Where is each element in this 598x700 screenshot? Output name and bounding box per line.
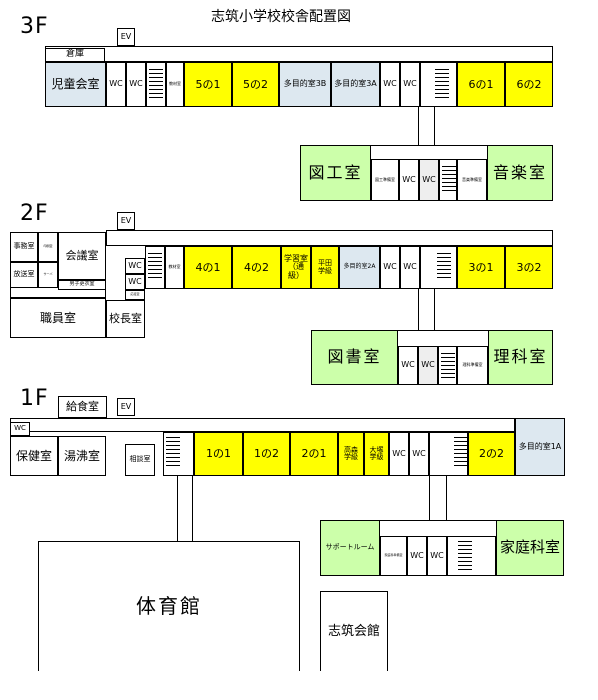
corridor-2f <box>106 230 553 246</box>
class-1-1: 1の1 <box>194 432 243 476</box>
children-hall: 児童会室 <box>45 62 106 107</box>
wc-2f-annex-2: WC <box>418 346 438 385</box>
home-prep-room: 家庭科準備室 <box>380 536 407 576</box>
broadcast-room: 放送室 <box>10 262 38 288</box>
kitchen: 給食室 <box>58 396 107 418</box>
ev-2f: EV <box>117 212 135 230</box>
staff-room: 職員室 <box>10 298 106 338</box>
office-2f: 事務室 <box>10 232 38 262</box>
small-room-3f: 教材室 <box>166 62 184 107</box>
art-room: 図工室 <box>300 145 371 201</box>
wc-2f-1: WC <box>125 258 145 274</box>
hirata-class: 平田学級 <box>311 246 339 289</box>
wc-2f-4: WC <box>400 246 420 289</box>
boiler-room: 湯沸室 <box>58 436 106 476</box>
wc-1f-2: WC <box>409 432 429 476</box>
stairs-1f-annex <box>447 536 496 576</box>
class-1-2: 1の2 <box>243 432 290 476</box>
support-room: サポートルーム <box>320 520 380 576</box>
science-room: 理科室 <box>488 330 553 385</box>
wc-1f-annex-1: WC <box>407 536 427 576</box>
wc-3f-3: WC <box>380 62 400 107</box>
takamori-class: 高森学級 <box>338 432 364 476</box>
wc-1f-annex-2: WC <box>427 536 447 576</box>
floor-label-3f: 3F <box>20 14 49 39</box>
otsuka-class: 大塚学級 <box>364 432 389 476</box>
wc-1f-1: WC <box>389 432 409 476</box>
principal-small-room: 応接室 <box>125 290 145 300</box>
connector-2f-a <box>418 289 419 330</box>
class-6-2: 6の2 <box>505 62 553 107</box>
wc-2f-3: WC <box>380 246 400 289</box>
wc-3f-annex-2: WC <box>419 159 439 201</box>
class-4-2: 4の2 <box>232 246 281 289</box>
class-2-1: 2の1 <box>290 432 338 476</box>
class-3-2: 3の2 <box>505 246 553 289</box>
stairs-2f-left <box>145 246 165 289</box>
connector-1f-a <box>429 476 430 520</box>
connector-gym-a <box>177 476 178 541</box>
health-room: 保健室 <box>10 436 58 476</box>
multi-room-3b: 多目的室3B <box>279 62 331 107</box>
corridor-1f <box>10 418 515 432</box>
class-3-1: 3の1 <box>457 246 505 289</box>
storage-3f: 倉庫 <box>45 48 105 62</box>
principal-room: 校長室 <box>106 300 145 338</box>
multi-room-2a: 多目的室2A <box>339 246 380 289</box>
connector-3f-a <box>418 107 419 145</box>
community-hall: 志筑会館 <box>320 591 388 671</box>
wc-3f-1: WC <box>106 62 126 107</box>
wc-3f-2: WC <box>126 62 146 107</box>
class-4-1: 4の1 <box>184 246 232 289</box>
home-ec-room: 家庭科室 <box>496 520 564 576</box>
connector-gym-b <box>192 476 193 541</box>
science-prep-room: 理科準備室 <box>457 346 488 385</box>
connector-3f-b <box>434 107 435 145</box>
printing-room: 印刷室 <box>38 232 58 262</box>
stairs-3f-left <box>146 62 166 107</box>
ev-3f: EV <box>117 28 135 46</box>
floor-label-2f: 2F <box>20 201 49 226</box>
learning-room: 学習室（通級） <box>281 246 311 289</box>
class-6-1: 6の1 <box>457 62 505 107</box>
music-prep-room: 音楽準備室 <box>457 159 487 201</box>
server-room: サーバ <box>38 262 58 288</box>
art-prep-room: 図工準備室 <box>371 159 399 201</box>
stairs-3f-annex <box>439 159 457 201</box>
wc-2f-2: WC <box>125 274 145 290</box>
music-room: 音楽室 <box>487 145 553 201</box>
stairs-3f-right <box>420 62 457 107</box>
small-room-2f: 教材室 <box>165 246 184 289</box>
mens-changing-room: 男子更衣室 <box>58 280 106 290</box>
stairs-1f-left <box>163 432 194 476</box>
wc-2f-annex-1: WC <box>398 346 418 385</box>
meeting-room: 会議室 <box>58 232 106 280</box>
corridor-3f <box>45 46 553 62</box>
library: 図書室 <box>311 330 398 385</box>
page-title: 志筑小学校校舎配置図 <box>211 9 351 25</box>
connector-1f-b <box>446 476 447 520</box>
stairs-2f-right <box>420 246 457 289</box>
ev-1f: EV <box>117 398 135 416</box>
wc-3f-4: WC <box>400 62 420 107</box>
stairs-1f-right <box>429 432 468 476</box>
multi-room-1a: 多目的室1A <box>515 418 565 476</box>
multi-room-3a: 多目的室3A <box>331 62 380 107</box>
class-5-2: 5の2 <box>232 62 279 107</box>
class-2-2: 2の2 <box>468 432 515 476</box>
wc-1f-small: WC <box>10 422 30 436</box>
counsel-room: 相談室 <box>125 444 155 476</box>
wc-3f-annex-1: WC <box>399 159 419 201</box>
stairs-2f-annex <box>438 346 457 385</box>
gym: 体育館 <box>38 541 300 671</box>
connector-2f-b <box>434 289 435 330</box>
class-5-1: 5の1 <box>184 62 232 107</box>
floor-label-1f: 1F <box>20 386 49 411</box>
